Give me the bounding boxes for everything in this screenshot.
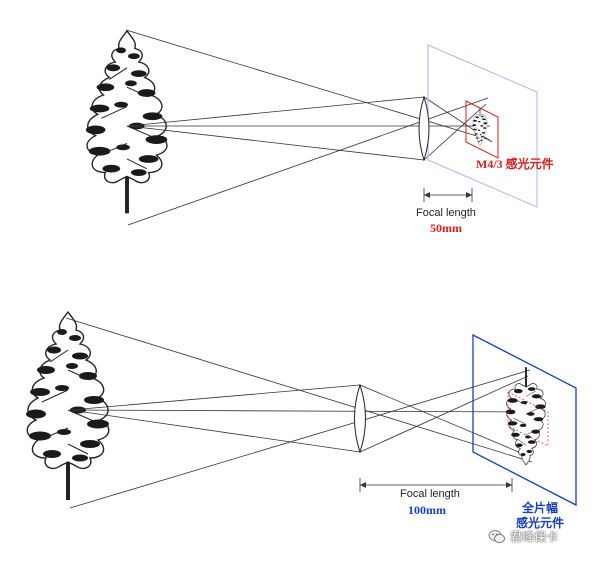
tree-bottom [25, 311, 110, 501]
bottom-panel [25, 311, 577, 509]
fullframe-sensor-label-line2: 感光元件 [516, 516, 565, 530]
m43-crop-outline [507, 391, 549, 447]
tree-top [85, 30, 168, 214]
focal-length-value-top: 50mm [430, 221, 462, 235]
wechat-logo-icon [488, 529, 505, 543]
inverted-tree-bottom [505, 366, 547, 466]
fullframe-sensor-label-line1: 全片幅 [522, 501, 559, 515]
light-rays-bottom [65, 317, 533, 509]
m43-sensor-label: M4/3 感光元件 [476, 157, 554, 171]
light-rays-top [125, 29, 493, 226]
focal-arrows-top [424, 192, 472, 198]
focal-arrows-bottom [360, 482, 512, 488]
focal-length-label-top: Focal length [416, 207, 476, 219]
fullframe-sensor [472, 333, 577, 507]
m43-sensor [465, 100, 499, 159]
lens-bottom [354, 383, 366, 454]
watermark: 君峰保卡 [488, 528, 558, 545]
lens-top [418, 95, 430, 162]
top-panel [85, 29, 538, 226]
focal-length-label-bottom: Focal length [400, 488, 460, 500]
watermark-text: 君峰保卡 [510, 530, 559, 544]
focal-length-value-bottom: 100mm [408, 503, 446, 517]
inverted-tree-top [472, 107, 488, 146]
focal-dimension-top [423, 188, 473, 202]
